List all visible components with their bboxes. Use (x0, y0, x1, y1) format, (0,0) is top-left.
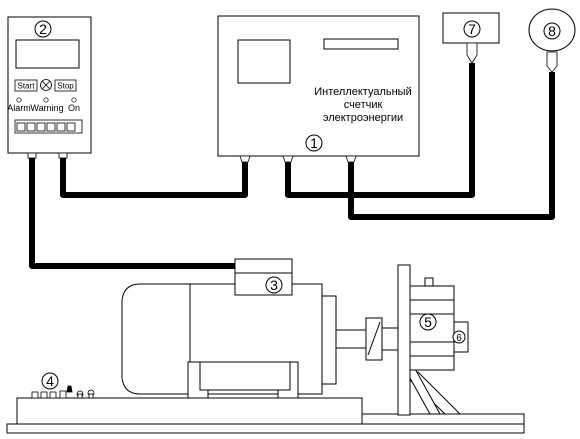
cable-meter-to-sensor8 (348, 72, 555, 220)
stop-button-label: Stop (57, 82, 74, 91)
encoder-number-circle (452, 330, 466, 344)
probe-tip (466, 42, 478, 64)
motor-front-flange (321, 295, 337, 385)
controller-unit: 2 Start Stop Alarm Warning On (7, 16, 92, 159)
on-label: On (68, 103, 80, 113)
knobs-number-circle (41, 372, 59, 390)
stop-button[interactable] (54, 79, 77, 92)
meter-number-circle (305, 134, 323, 152)
load-number-circle (419, 313, 437, 331)
terminal-block (14, 119, 83, 134)
label-1: 1 (310, 135, 318, 151)
controller-gland-right (58, 152, 68, 159)
sensor-number-circle (543, 22, 561, 40)
load-top-knob (424, 277, 434, 287)
sensor3-top (234, 258, 293, 274)
sensor3-number-circle (265, 276, 283, 294)
warning-label: Warning (30, 103, 63, 113)
meter-connectors (239, 155, 357, 163)
controller-number-circle (34, 20, 52, 38)
sensor-stem (546, 51, 558, 73)
meter-text-line2: счетчик (344, 99, 383, 111)
label-7: 7 (468, 21, 476, 37)
label-3: 3 (270, 277, 278, 293)
smart-meter: Интеллектуальный счетчик электроэнергии … (217, 15, 420, 163)
probe-number-circle (463, 20, 481, 38)
electric-motor (121, 283, 369, 399)
start-button-label: Start (18, 82, 36, 91)
label-8: 8 (548, 23, 556, 39)
label-5: 5 (424, 314, 432, 330)
controller-gland-left (27, 152, 37, 159)
on-lamp-icon (71, 97, 77, 103)
meter-slot (323, 38, 399, 50)
start-button[interactable] (14, 79, 38, 92)
meter-text-line1: Интеллектуальный (314, 86, 411, 98)
cable-controller-to-sensor3 (29, 158, 235, 269)
motor-shaft (335, 329, 369, 349)
warning-lamp-icon (43, 97, 49, 103)
probe-7: 7 (442, 12, 500, 64)
meter-text-line3: электроэнергии (323, 112, 403, 124)
cable-controller-to-meter (60, 158, 248, 198)
alarm-label: Alarm (7, 103, 31, 113)
cable-meter-to-probe7 (285, 63, 475, 198)
base-plate (6, 397, 525, 434)
sensor3-body (234, 272, 293, 296)
label-6: 6 (456, 333, 462, 344)
control-knobs (31, 385, 95, 399)
load-plate (397, 264, 411, 416)
controller-display (15, 39, 80, 69)
motor-end-cap (121, 283, 191, 395)
alarm-lamp-icon (16, 97, 22, 103)
label-2: 2 (39, 21, 47, 37)
sensor-8: 8 (528, 8, 576, 73)
cables (29, 63, 555, 269)
shaft-coupling (365, 317, 403, 361)
motor-base-bar (199, 361, 291, 391)
meter-display (237, 39, 291, 84)
sensor-3: 3 (234, 258, 293, 296)
label-4: 4 (46, 373, 54, 389)
